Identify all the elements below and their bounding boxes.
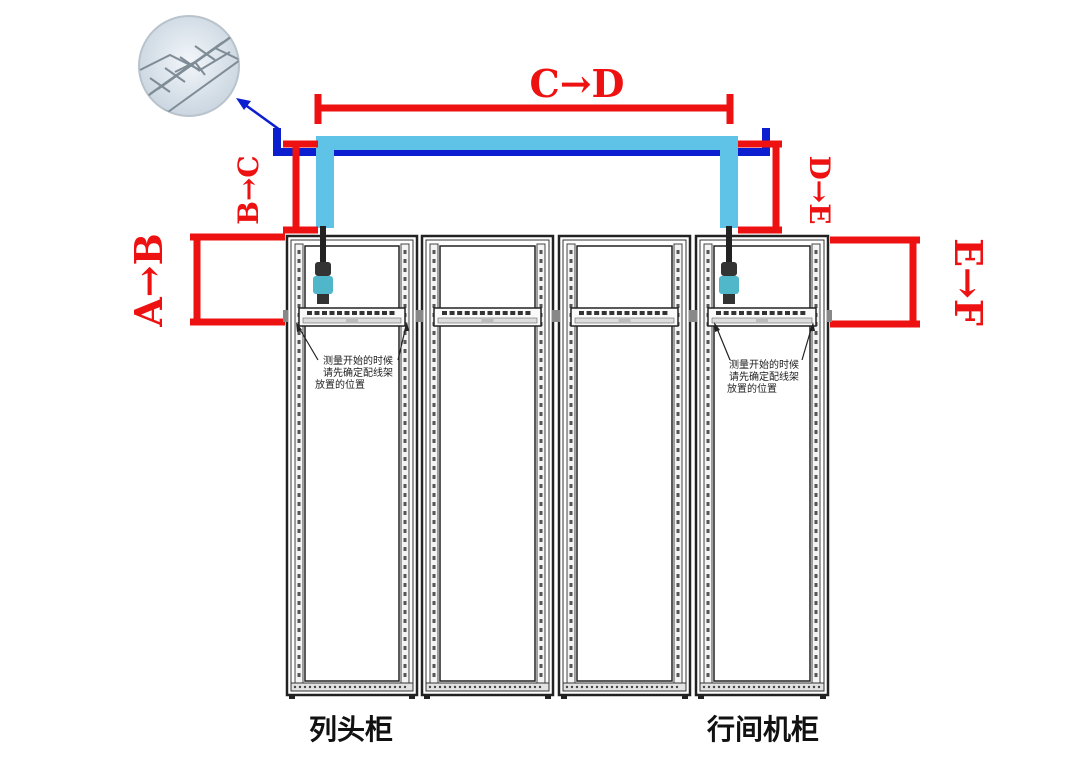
- dimension-d-e: [738, 140, 782, 234]
- dimension-a-b: [190, 233, 285, 326]
- row-cabinet-label: 行间机柜: [706, 713, 819, 746]
- dimension-d-e-label: D→E: [803, 155, 836, 224]
- fiber-connector-left: [313, 226, 333, 304]
- cabinet-2: [418, 234, 557, 699]
- dimension-e-f: [830, 236, 920, 328]
- cabinet-head: [283, 234, 421, 699]
- note-right-line1: 测量开始的时候: [729, 358, 799, 371]
- fiber-connector-right: [719, 226, 739, 304]
- dimension-b-c: [283, 140, 318, 234]
- patch-cable: [316, 136, 738, 228]
- cabinet-3: [555, 234, 694, 699]
- note-right-line2: 请先确定配线架: [729, 370, 799, 383]
- tray-pointer-arrow: [236, 98, 281, 132]
- head-cabinet-label: 列头柜: [309, 713, 393, 746]
- note-left-line2: 请先确定配线架: [323, 366, 393, 379]
- patch-panel-note-right: 测量开始的时候 请先确定配线架 放置的位置: [714, 322, 815, 395]
- patch-panel-note-left: 测量开始的时候 请先确定配线架 放置的位置: [296, 322, 409, 391]
- dimension-a-b-label: A→B: [126, 233, 171, 327]
- dimension-e-f-label: E→F: [946, 238, 991, 326]
- dimension-b-c-label: B→C: [232, 155, 265, 224]
- wire-mesh-cable-tray-icon: [138, 15, 240, 117]
- cable-tray: [273, 128, 770, 156]
- cabinet-row: [692, 234, 832, 699]
- note-left-line3: 放置的位置: [315, 378, 365, 391]
- note-left-line1: 测量开始的时候: [323, 354, 393, 367]
- note-right-line3: 放置的位置: [727, 382, 777, 395]
- dimension-c-d-label: C→D: [529, 61, 624, 106]
- cabinet-row: [283, 234, 832, 699]
- dimension-c-d: [314, 94, 734, 124]
